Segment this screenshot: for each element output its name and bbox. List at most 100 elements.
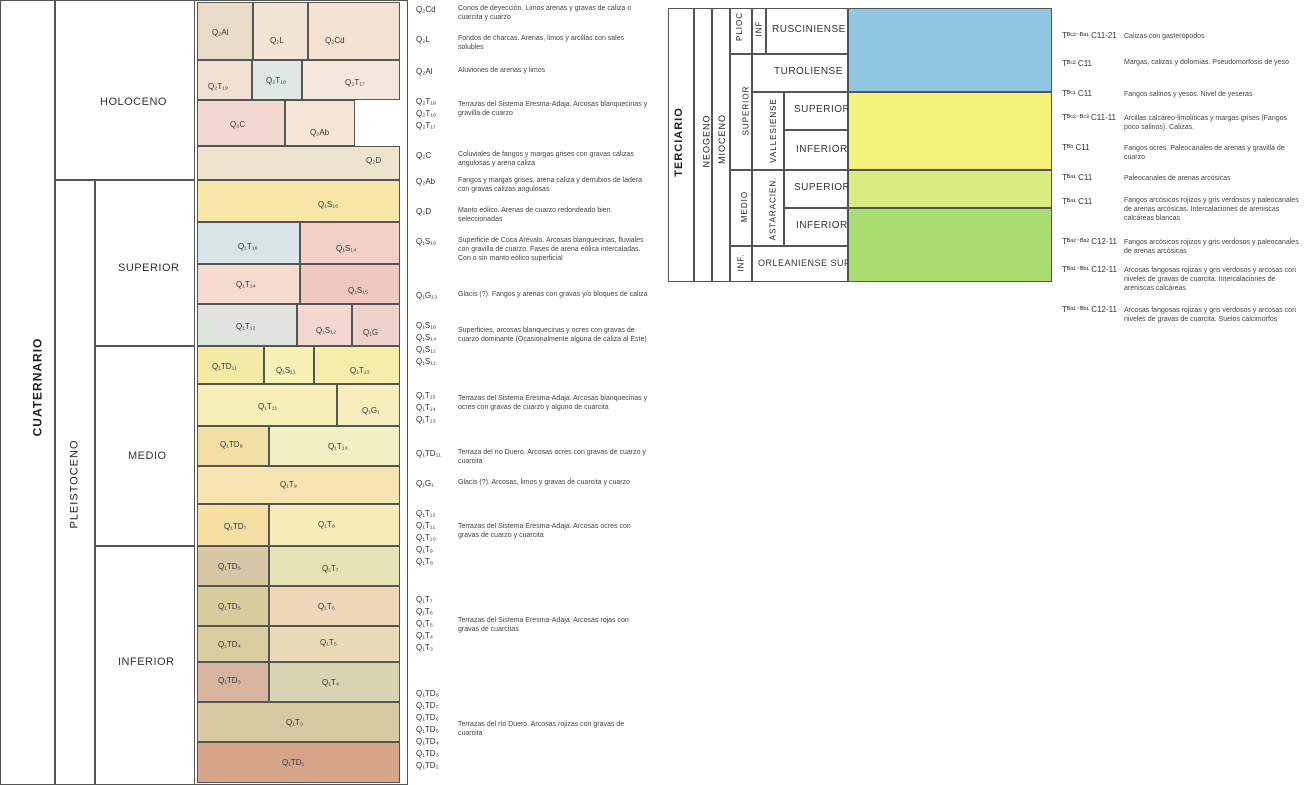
stage-superior (95, 180, 195, 346)
legend-text: Superficies, arcosas blanquecinas y ocre… (458, 327, 647, 343)
cell-label: Q₁TD₅ (218, 602, 241, 611)
cell-q1s15 (300, 264, 400, 304)
legend-code: Q₁TD₆ (416, 713, 439, 722)
legend-code: Q₁S₁₄ (416, 333, 437, 342)
cell-q1td7 (197, 504, 269, 546)
stage-medio-label: MEDIO (128, 450, 167, 462)
legend-code: Q₁T₈ (416, 557, 434, 566)
legend-text: Superficie de Coca Arévalo. Arcosas blan… (458, 237, 644, 262)
cell-q1s14 (300, 222, 400, 264)
epoch-cell (712, 8, 730, 282)
legend-code: Q₂T₁₉ (416, 97, 437, 106)
medio-label: MEDIO (740, 190, 750, 223)
cell-q1s16 (197, 180, 400, 222)
legend-text: Fangos ocres. Paleocanales de arenas y g… (1124, 145, 1285, 161)
legend-code: Tᴮᵃ¹ C11 (1062, 197, 1093, 206)
cell-label: Q₁TD₄ (218, 640, 241, 649)
legend-code: Q₁T₄ (416, 631, 434, 640)
stage-superior-label: SUPERIOR (118, 262, 180, 274)
cell-label: Q₁TD₉ (220, 440, 243, 449)
cell-label: Q₁TD₆ (218, 562, 241, 571)
legend-text: Calizas con gasterópodos (1124, 33, 1205, 40)
legend-code: Tᴮᶜ¹ C11 (1062, 89, 1093, 98)
legend-text: Arcosas fangosas rojizas y gris verdosos… (1124, 267, 1296, 292)
cell-label: Q₂Ab (310, 128, 330, 137)
cell-q1td9 (197, 426, 269, 466)
legend-code: Q₂Ab (416, 177, 436, 186)
cell-label: Q₂T₁₇ (345, 78, 365, 87)
legend-code: Tᴮᵃ¹ C11 (1062, 173, 1093, 182)
stage-superior-v (784, 92, 848, 130)
cell-q1t12 (197, 304, 297, 346)
legend-code: Q₁G₁ (416, 479, 434, 488)
legend-code: Q₂D (416, 207, 432, 216)
stage-medio (95, 346, 195, 546)
legend-code: Q₁TD₄ (416, 737, 439, 746)
legend-code: Q₁T₇ (416, 595, 433, 604)
cell-label: Q₁G₁ (362, 406, 380, 415)
stage-turoliense (752, 54, 848, 92)
legend-text: Arcillas calcáreo-limolíticas y margas g… (1124, 115, 1287, 131)
cell-label: Q₂Cd (325, 36, 345, 45)
plioc-label: PLIOC (735, 11, 745, 42)
legend-code: Tᴮᵃ¹⁻ᴮᵇ¹ C12-11 (1062, 265, 1117, 274)
cell-label: Q₁T₄ (322, 678, 340, 687)
stage-label: SUPERIOR (794, 182, 851, 193)
cell-q1g1 (337, 384, 400, 426)
medio-cell (730, 170, 752, 246)
legend-code: Q₁S₁₆ (416, 237, 437, 246)
plioc-inf-label: INF (754, 20, 764, 37)
cell-q1t11 (197, 384, 337, 426)
legend-code: Q₁T₅ (416, 619, 434, 628)
cell-label: Q₁TD₁ (282, 758, 305, 767)
cell-label: Q₂Al (212, 28, 229, 37)
legend-text: Aluviones de arenas y limos (458, 67, 546, 74)
legend-text: Glacis (?). Fangos y arenas con gravas y… (458, 291, 648, 298)
legend-text: Fangos y margas grises, arena caliza y d… (458, 177, 643, 193)
cell-q2d (197, 146, 400, 180)
stage-superior-a (784, 170, 848, 208)
legend-code: Q₂T₁₈ (416, 109, 437, 118)
cell-label: Q₂T₁₈ (266, 76, 287, 85)
cell-q1t14 (197, 264, 300, 304)
legend-text: Coluviales de fangos y margas grises con… (458, 151, 634, 167)
cell-label: Q₁T₁₂ (236, 322, 256, 331)
era-label: CUATERNARIO (30, 337, 45, 437)
cell-q1td4 (197, 626, 269, 662)
stage-rusciniense (766, 8, 848, 54)
stage-orleaniense (752, 246, 848, 282)
cell-q1t4 (269, 662, 400, 702)
cell-q2al (197, 2, 253, 60)
stage-inferior-label: INFERIOR (118, 656, 175, 668)
period-label: NEOGENO (701, 114, 712, 168)
stage-holoceno-label: HOLOCENO (100, 96, 167, 108)
legend-text: Margas, calizas y dolomías. Pseudomorfos… (1124, 59, 1289, 66)
legend-text: Terrazas del río Duero. Arcosas rojizas … (458, 721, 625, 737)
inf-cell (730, 246, 752, 282)
legend-code: Q₁T₁₄ (416, 403, 436, 412)
period-label: PLEISTOCENO (68, 439, 81, 529)
cell-q1t3 (197, 702, 400, 742)
cell-label: Q₁T₅ (320, 638, 338, 647)
cell-q1t5 (269, 626, 400, 662)
legend-text: Arcosas fangosas rojizas y gris verdosos… (1124, 307, 1296, 323)
legend-code: Q₁T₁₂ (416, 509, 436, 518)
astaracien-cell (752, 170, 784, 246)
legend-text: Terrazas del Sistema Eresma-Adaja. Arcos… (458, 101, 648, 117)
legend-code: Q₁T₁₀ (416, 533, 436, 542)
cell-q1s12 (297, 304, 352, 346)
legend-code: Q₂L (416, 35, 430, 44)
cell-label: Q₁TD₇ (224, 522, 247, 531)
cell-label: Q₁S₁₄ (336, 244, 357, 253)
legend-text: Fangos salinos y yesos. Nivel de yeseras (1124, 91, 1253, 98)
cell-q1t9 (197, 466, 400, 504)
stage-label: ORLEANIENSE SUP. (758, 258, 853, 268)
cell-q2c (197, 100, 285, 146)
cell-q1g (352, 304, 400, 346)
legend-text: Conos de deyección. Limos arenas y grava… (458, 5, 632, 21)
cell-label: Q₁T₇ (322, 564, 339, 573)
legend-text: Terraza del río Duero. Arcosas ocres con… (458, 449, 646, 465)
legend-code: Q₁T₁₅ (416, 391, 436, 400)
plioc-inf-cell (752, 8, 766, 54)
legend-code: Tᴮᶜ² C11 (1062, 59, 1093, 68)
